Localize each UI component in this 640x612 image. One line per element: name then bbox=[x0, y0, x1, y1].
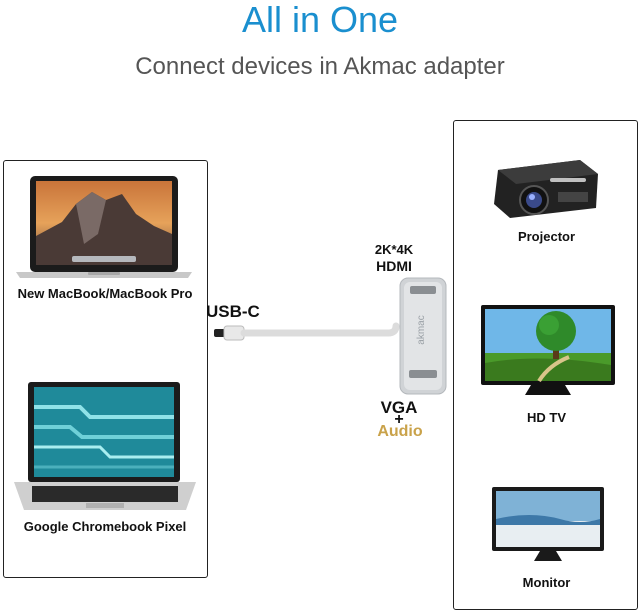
projector-icon bbox=[490, 152, 602, 224]
vga-label: VGA bbox=[380, 398, 418, 417]
usb-c-adapter-icon: akmac bbox=[210, 270, 450, 410]
svg-text:akmac: akmac bbox=[416, 315, 427, 344]
projector-label: Projector bbox=[517, 229, 576, 244]
hd-tv-label: HD TV bbox=[527, 410, 566, 425]
monitor-label: Monitor bbox=[522, 575, 571, 590]
macbook-label: New MacBook/MacBook Pro bbox=[17, 286, 193, 301]
page-title: All in One bbox=[241, 0, 399, 40]
hd-tv-icon bbox=[479, 303, 617, 399]
hdmi-label: HDMI bbox=[376, 258, 412, 274]
monitor-icon bbox=[490, 485, 606, 565]
page-subtitle: Connect devices in Akmac adapter bbox=[135, 53, 505, 80]
macbook-laptop-icon bbox=[14, 174, 194, 280]
chromebook-laptop-icon bbox=[10, 382, 200, 514]
plus-sign: + bbox=[394, 411, 404, 428]
usb-c-label: USB-C bbox=[206, 302, 260, 321]
chromebook-label: Google Chromebook Pixel bbox=[23, 519, 187, 534]
audio-label: Audio bbox=[377, 423, 423, 440]
hdmi-resolution-label: 2K*4K bbox=[374, 242, 414, 257]
